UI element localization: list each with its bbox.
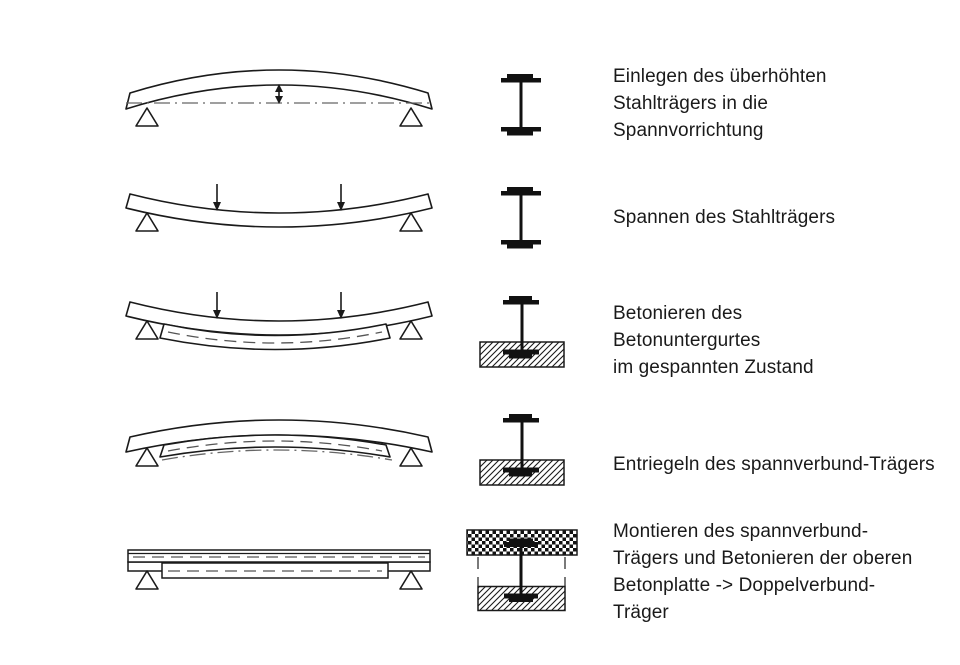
right-support-icon xyxy=(399,212,423,232)
stage-3-cross-section xyxy=(479,296,565,368)
stage-5-caption: Montieren des spannverbund- Trägers und … xyxy=(613,521,913,623)
stage-4-beam-diagram xyxy=(125,419,433,467)
right-support-icon xyxy=(399,107,423,127)
left-support-icon xyxy=(135,570,159,590)
stage-1-cross-section xyxy=(501,74,541,136)
left-support-icon xyxy=(135,447,159,467)
stage-1-beam-diagram xyxy=(125,69,433,127)
right-support-icon xyxy=(399,570,423,590)
stage-1-caption: Einlegen des überhöhten Stahlträgers in … xyxy=(613,66,827,141)
stage-5-cross-section xyxy=(466,529,578,612)
left-support-icon xyxy=(135,107,159,127)
left-support-icon xyxy=(135,212,159,232)
stage-2-beam-diagram xyxy=(125,184,433,232)
stage-3-caption: Betonieren des Betonuntergurtes im gespa… xyxy=(613,303,814,378)
load-arrow-icon xyxy=(337,292,345,319)
right-support-icon xyxy=(399,320,423,340)
stage-2-cross-section xyxy=(501,187,541,249)
cambered-steel-beam xyxy=(125,69,433,110)
stage-5-beam-diagram xyxy=(127,549,431,590)
camber-double-arrow-icon xyxy=(275,84,283,104)
concrete-bottom-chord xyxy=(159,323,391,351)
top-concrete-slab xyxy=(127,549,431,563)
concrete-bottom-chord xyxy=(159,434,391,458)
right-support-icon xyxy=(399,447,423,467)
load-arrow-icon xyxy=(213,184,221,211)
sagging-steel-beam xyxy=(125,193,433,228)
steel-i-beam-section-icon xyxy=(501,187,541,249)
stage-2-caption: Spannen des Stahlträgers xyxy=(613,207,836,228)
centerline-dash-dot xyxy=(161,449,393,461)
load-arrow-icon xyxy=(213,292,221,319)
load-arrow-icon xyxy=(337,184,345,211)
steel-i-beam-section-icon xyxy=(501,74,541,136)
stage-4-cross-section xyxy=(479,414,565,486)
stage-3-beam-diagram xyxy=(125,292,433,351)
steel-i-beam-section-icon xyxy=(503,414,539,477)
concrete-bottom-chord xyxy=(161,562,389,579)
stage-4-caption: Entriegeln des spannverbund-Trägers xyxy=(613,454,935,475)
formwork-outline-dashed xyxy=(477,557,566,586)
left-support-icon xyxy=(135,320,159,340)
steel-i-beam-section-icon xyxy=(503,296,539,359)
steel-i-beam-section-icon xyxy=(504,538,538,602)
